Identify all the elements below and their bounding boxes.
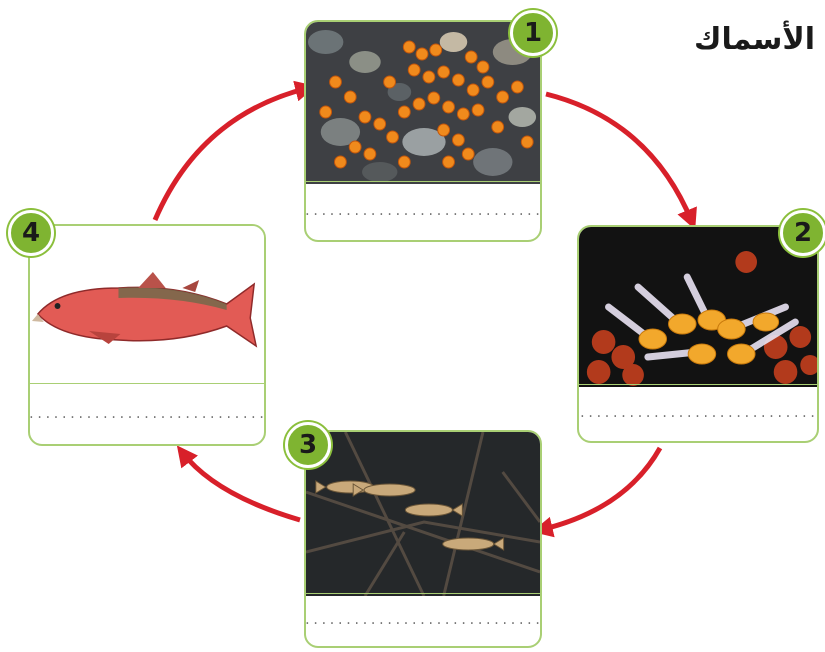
adult-salmon-photo [30,226,264,386]
fish-fry-photo [306,432,540,596]
stage-card-2: ............................... [577,225,819,443]
answer-placeholder: ............................... [577,406,819,420]
arrow-3-to-4 [182,452,300,520]
stage-card-3: ............................... [304,430,542,648]
stage-number-badge-4: 4 [8,210,54,256]
stage-number-badge-1: 1 [510,10,556,56]
stage-number-badge-3: 3 [285,422,331,468]
stage-card-1: ............................... [304,20,542,242]
answer-line-3[interactable]: ............................... [306,593,540,646]
answer-line-2[interactable]: ............................... [579,384,817,441]
fish-eggs-photo [306,22,540,184]
answer-placeholder: ............................... [304,204,542,218]
answer-line-1[interactable]: ............................... [306,181,540,240]
arrow-2-to-3 [540,448,660,530]
stage-card-4: ............................... [28,224,266,446]
alevins-photo [579,227,817,387]
stage-number-badge-2: 2 [780,210,825,256]
answer-placeholder: ............................... [28,407,266,421]
answer-line-4[interactable]: ............................... [30,383,264,444]
answer-placeholder: ............................... [304,613,542,627]
arrow-1-to-2 [546,94,692,222]
arrow-4-to-1 [155,88,308,220]
